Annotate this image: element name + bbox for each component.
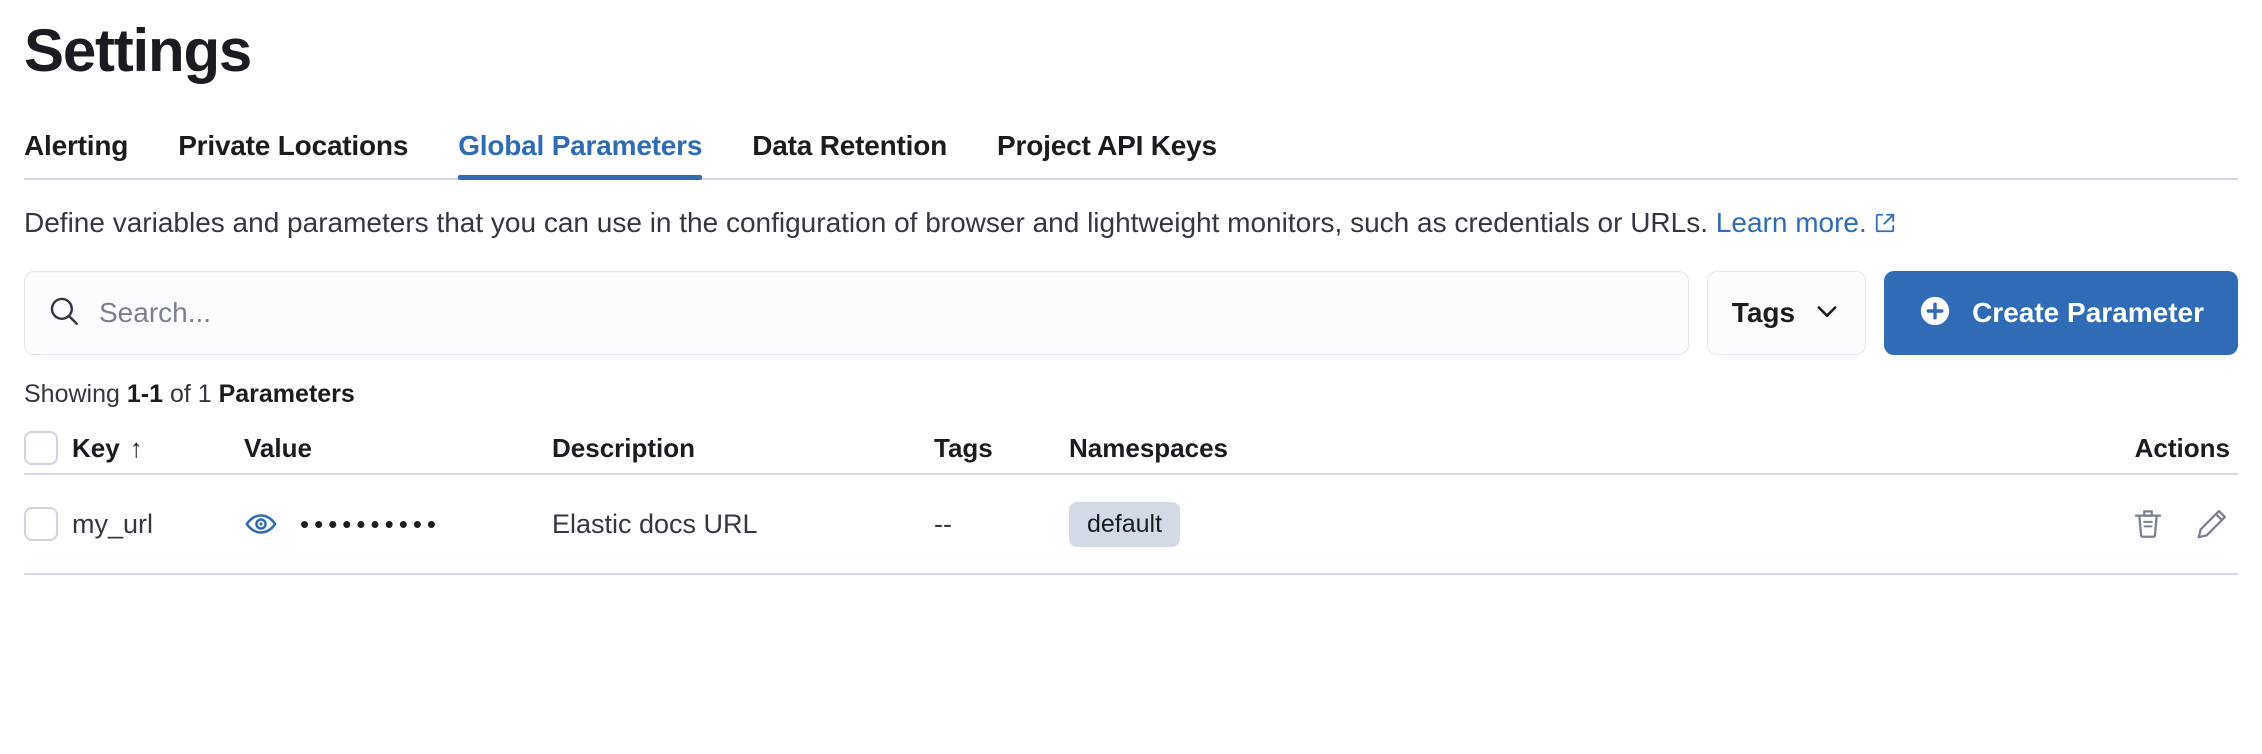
row-select-checkbox[interactable] [24, 507, 58, 542]
tab-private-locations[interactable]: Private Locations [178, 130, 409, 161]
pencil-icon[interactable] [2194, 506, 2230, 542]
search-icon [47, 294, 81, 333]
column-header-actions: Actions [1978, 433, 2238, 464]
results-range: 1-1 [126, 380, 163, 409]
column-header-namespaces: Namespaces [1069, 433, 1978, 464]
select-all-cell [24, 431, 72, 466]
column-header-key[interactable]: Key ↑ [72, 433, 244, 464]
column-header-description-label: Description [552, 432, 696, 463]
learn-more-link[interactable]: Learn more. [1715, 207, 1867, 238]
page-title: Settings [24, 17, 252, 84]
select-all-checkbox[interactable] [24, 431, 58, 466]
cell-value: •••••••••• [244, 507, 552, 541]
results-count: Showing 1-1 of 1 Parameters [24, 380, 2238, 409]
column-header-value: Value [244, 433, 552, 464]
table-header-row: Key ↑ Value Description Tags Namespaces … [24, 423, 2238, 476]
tags-filter-label: Tags [1731, 297, 1796, 329]
tab-bar: Alerting Private Locations Global Parame… [24, 118, 2238, 180]
table-row[interactable]: my_url •••••••••• Elastic docs URL -- de… [24, 475, 2238, 576]
chevron-down-icon [1813, 297, 1841, 330]
cell-key: my_url [72, 508, 154, 539]
tags-filter-button[interactable]: Tags [1706, 271, 1867, 356]
description-text: Define variables and parameters that you… [24, 207, 1709, 238]
tab-data-retention[interactable]: Data Retention [752, 130, 948, 161]
column-header-key-label: Key [72, 432, 120, 463]
sort-ascending-icon: ↑ [129, 432, 143, 463]
search-input[interactable] [99, 297, 1666, 330]
trash-icon[interactable] [2130, 506, 2166, 542]
tab-alerting[interactable]: Alerting [24, 130, 129, 161]
results-middle: of 1 [163, 380, 219, 409]
controls-row: Tags Create Parameter [24, 271, 2238, 356]
page-description: Define variables and parameters that you… [24, 206, 2238, 242]
cell-tags: -- [934, 508, 952, 539]
column-header-description: Description [552, 433, 934, 464]
create-parameter-label: Create Parameter [1972, 297, 2204, 329]
eye-icon[interactable] [244, 507, 278, 541]
create-parameter-button[interactable]: Create Parameter [1884, 271, 2238, 356]
column-header-tags-label: Tags [934, 432, 993, 463]
cell-namespaces: default [1069, 501, 1978, 547]
tab-global-parameters[interactable]: Global Parameters [458, 130, 702, 180]
namespace-badge: default [1069, 501, 1181, 547]
results-prefix: Showing [24, 380, 127, 409]
column-header-actions-label: Actions [2134, 432, 2230, 463]
tab-project-api-keys[interactable]: Project API Keys [997, 130, 1217, 161]
cell-actions [1978, 506, 2238, 542]
plus-circle-icon [1918, 294, 1952, 333]
column-header-namespaces-label: Namespaces [1069, 432, 1228, 463]
column-header-tags: Tags [934, 433, 1069, 464]
search-box[interactable] [24, 271, 1689, 356]
masked-value: •••••••••• [300, 509, 442, 540]
external-link-icon [1874, 208, 1896, 242]
cell-description: Elastic docs URL [552, 508, 758, 539]
results-entity: Parameters [218, 380, 355, 409]
column-header-value-label: Value [244, 432, 312, 463]
parameters-table: Key ↑ Value Description Tags Namespaces … [24, 423, 2238, 576]
row-select-cell [24, 507, 72, 542]
